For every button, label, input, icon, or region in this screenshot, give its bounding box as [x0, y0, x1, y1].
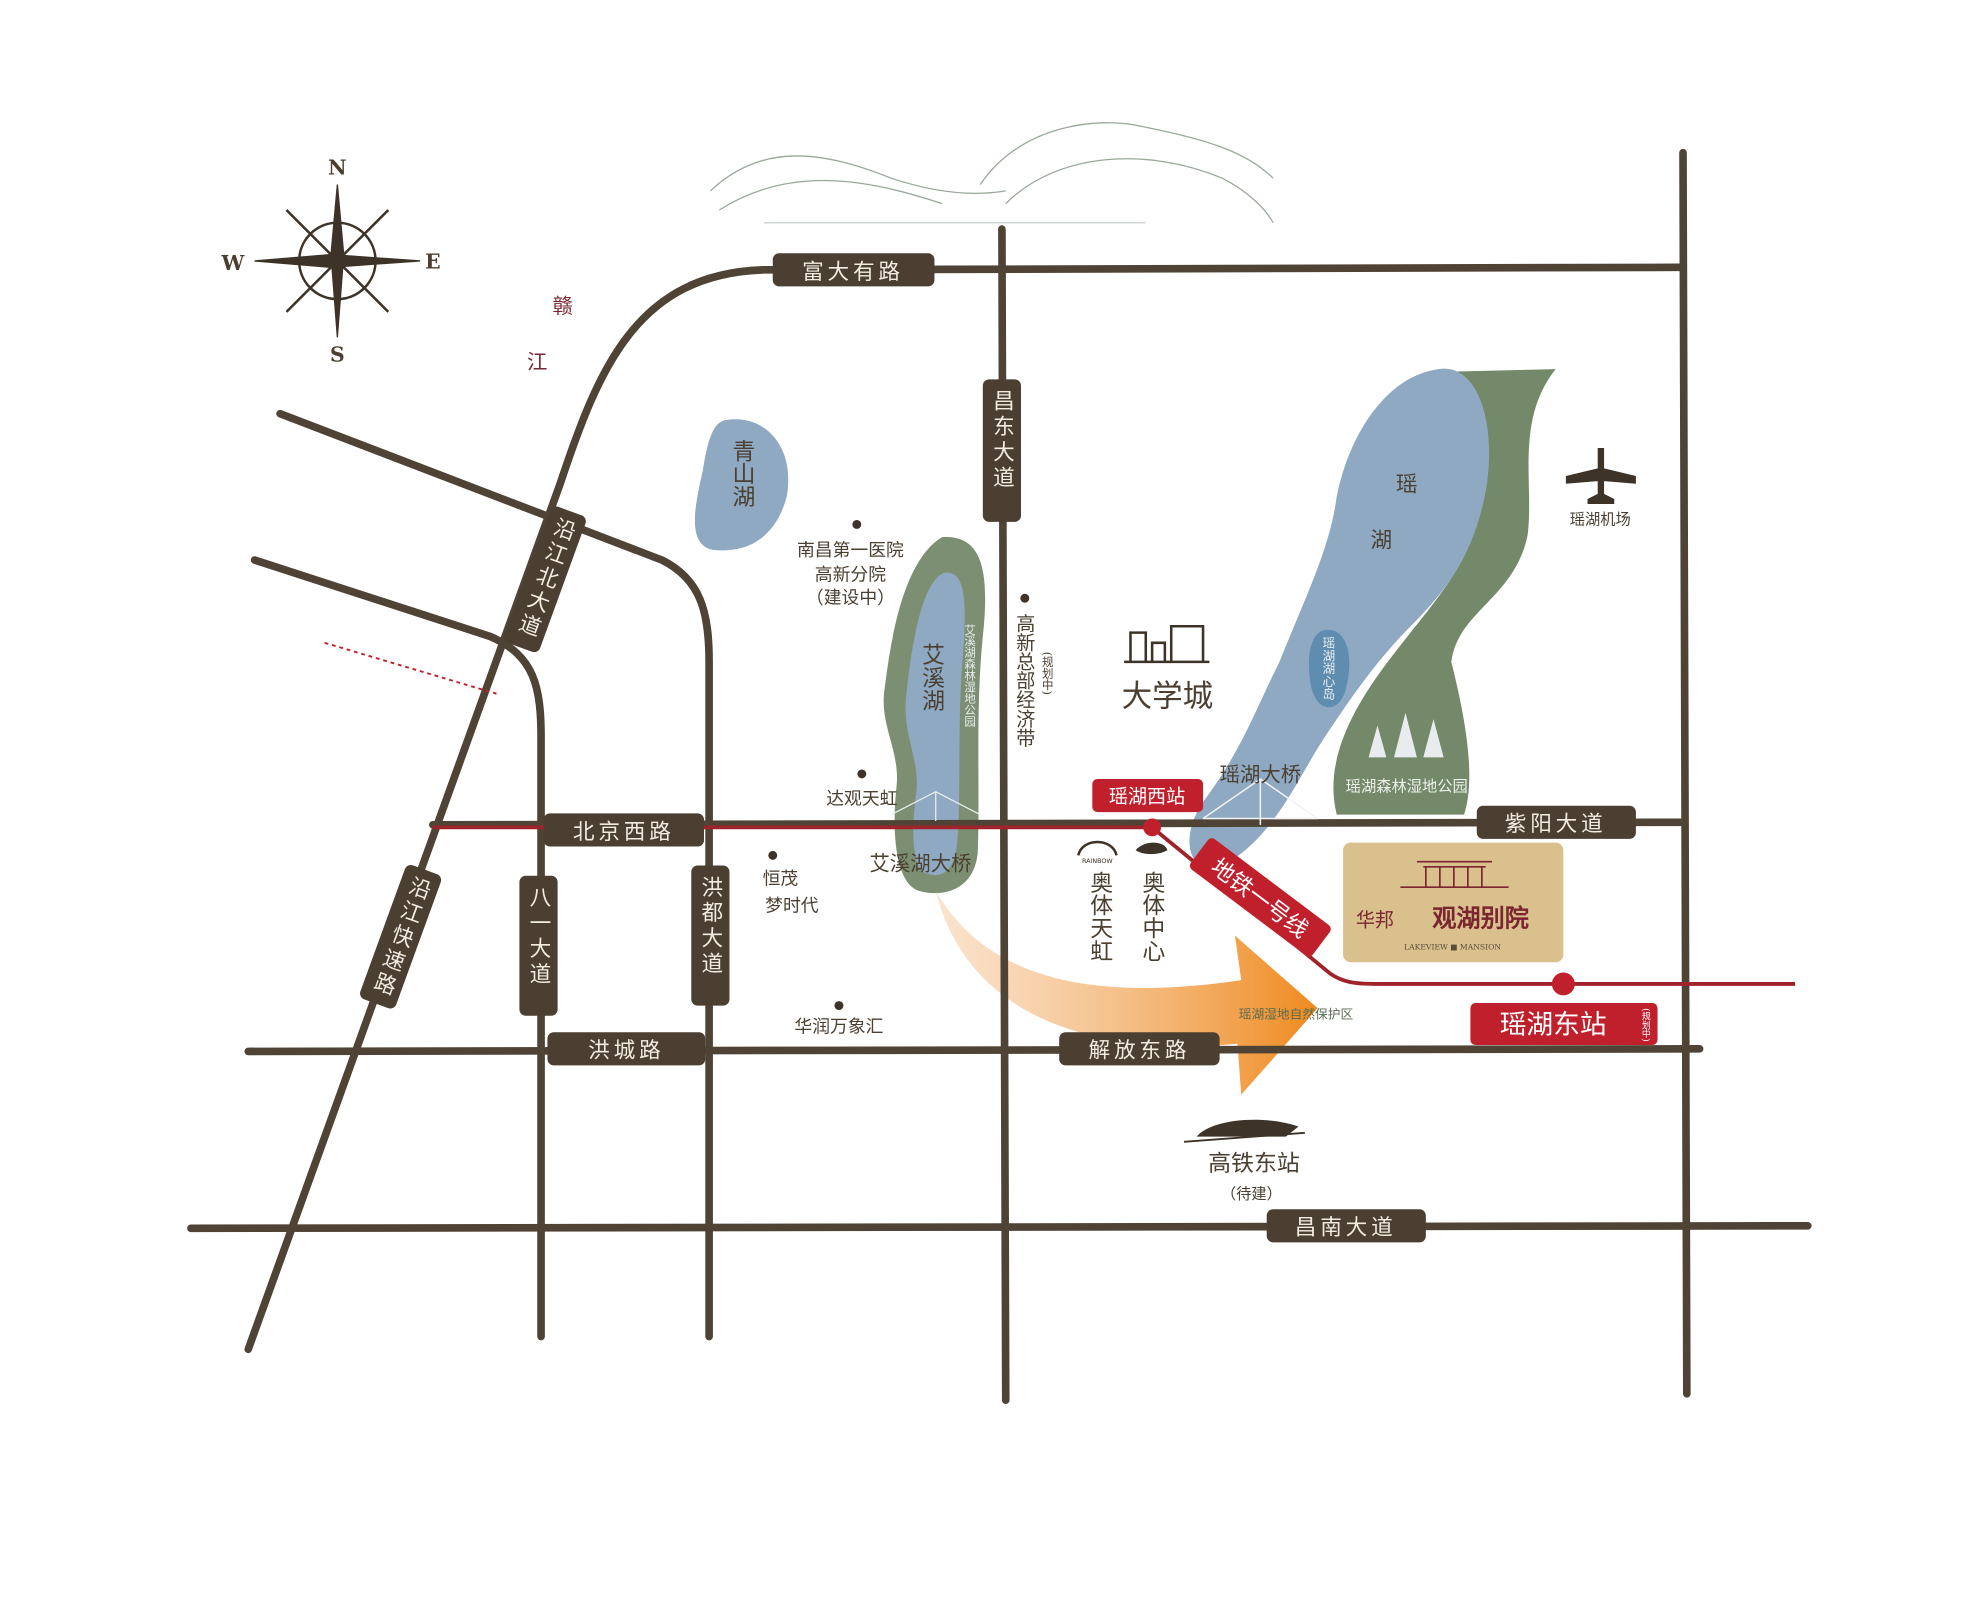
svg-text:八一大道: 八一大道 [526, 886, 551, 988]
road-label-fudayou: 富大有路 [772, 253, 935, 287]
svg-text:瑶湖西站: 瑶湖西站 [1109, 785, 1185, 808]
aixi-park-label: 艾溪湖森林湿地公园 [963, 624, 977, 728]
metro-station-west-marker[interactable] [1143, 818, 1162, 837]
yaohu-bridge-icon [1202, 778, 1319, 825]
svg-text:(规划中): (规划中) [1640, 1008, 1651, 1042]
hengmao-label-1: 恒茂 [763, 869, 799, 890]
svg-text:昌南大道: 昌南大道 [1295, 1216, 1397, 1241]
svg-text:W: W [221, 251, 246, 275]
river-label-jiang: 江 [527, 350, 547, 374]
svg-text:地铁一号线: 地铁一号线 [1206, 854, 1313, 944]
hengmao-marker [768, 850, 778, 860]
university-label: 大学城 [1122, 679, 1214, 714]
train-icon[interactable] [1183, 1119, 1305, 1143]
hengmao-label-2: 梦时代 [765, 895, 819, 916]
svg-text:解放东路: 解放东路 [1089, 1039, 1191, 1064]
road-label-jiefangdong: 解放东路 [1059, 1032, 1220, 1066]
road-label-hongcheng: 洪城路 [547, 1032, 706, 1066]
yaohu-park [1333, 369, 1556, 815]
huarun-marker [834, 1001, 844, 1011]
hq-marker [1020, 593, 1030, 603]
compass-icon: N S E W [221, 155, 441, 366]
aoti-tianhong-label: 奥体天虹 [1086, 871, 1113, 963]
olympic-center-logo [1135, 842, 1168, 855]
metro-west-station[interactable]: 瑶湖西站 [1092, 778, 1204, 813]
project-english: LAKEVIEW ■ MANSION [1404, 943, 1501, 952]
metro-line-label: 地铁一号线 [1189, 838, 1331, 957]
road-label-bayi: 八一大道 [519, 875, 558, 1016]
forest-park-label: 瑶湖森林湿地公园 [1346, 778, 1468, 796]
aixi-lake-label: 艾溪湖 [918, 643, 945, 712]
project-name: 观湖别院 [1432, 904, 1529, 933]
hq-note: (规划中) [1041, 652, 1055, 695]
qingshan-lake [694, 419, 789, 551]
forest-trees-icon [1368, 712, 1444, 758]
yaohu-label-1: 瑶 [1396, 472, 1418, 497]
airport-label: 瑶湖机场 [1570, 510, 1631, 528]
hospital-label-1: 南昌第一医院 [797, 540, 904, 561]
road-label-hongdu: 洪都大道 [691, 865, 730, 1006]
project-card[interactable]: 华邦 观湖别院 LAKEVIEW ■ MANSION [1343, 842, 1564, 963]
svg-text:富大有路: 富大有路 [802, 260, 904, 285]
aoti-center-label: 奥体中心 [1138, 871, 1165, 963]
wetland-label: 瑶湖湿地自然保护区 [1239, 1006, 1354, 1021]
daguan-marker [857, 769, 867, 779]
svg-text:N: N [328, 155, 347, 179]
metro-line-1 [432, 825, 1796, 986]
aixi-bridge-label: 艾溪湖大桥 [870, 852, 972, 876]
svg-text:瑶湖东站: 瑶湖东站 [1500, 1010, 1607, 1041]
metro-east-station[interactable]: 瑶湖东站 (规划中) [1470, 1003, 1658, 1046]
svg-text:北京西路: 北京西路 [573, 820, 675, 845]
road-label-ziyang: 紫阳大道 [1476, 805, 1636, 839]
road-label-changdong: 昌东大道 [982, 379, 1022, 522]
hq-label: 高新总部经济带 [1013, 613, 1036, 747]
hospital-marker [852, 519, 862, 529]
hsr-station-label: 高铁东站 [1208, 1151, 1300, 1177]
aixi-bridge-icon [890, 791, 981, 822]
rainbow-logo: RAINBOW [1077, 840, 1118, 865]
road-label-yanjiangkuaisu: 沿江快速路 [360, 865, 442, 1009]
road-label-changnan: 昌南大道 [1266, 1209, 1426, 1243]
mountain-sketch [709, 122, 1274, 224]
yaohu-island [1308, 629, 1350, 708]
svg-text:RAINBOW: RAINBOW [1082, 858, 1113, 865]
svg-text:E: E [425, 250, 441, 274]
metro-station-east-marker[interactable] [1551, 972, 1575, 996]
direction-arrow [935, 891, 1318, 1095]
yaohu-lake [1189, 368, 1490, 869]
qingshan-lake-label: 青山湖 [728, 439, 755, 508]
road-label-yanjiangbei: 沿江北大道 [503, 506, 586, 653]
huarun-label: 华润万象汇 [794, 1016, 883, 1037]
pavilion-icon [1400, 860, 1509, 889]
svg-text:S: S [330, 342, 345, 366]
road-network [187, 148, 1812, 1404]
airplane-icon[interactable] [1565, 448, 1636, 505]
yaohu-bridge-label: 瑶湖大桥 [1220, 763, 1301, 787]
svg-text:昌东大道: 昌东大道 [989, 389, 1014, 491]
svg-text:洪城路: 洪城路 [588, 1039, 664, 1064]
daguan-label: 达观天虹 [826, 788, 897, 809]
river-label-gan: 赣 [553, 294, 573, 318]
road-label-beijingxi: 北京西路 [543, 813, 705, 847]
project-developer: 华邦 [1356, 909, 1394, 932]
svg-text:紫阳大道: 紫阳大道 [1505, 812, 1607, 837]
hospital-label-2: 高新分院 [815, 564, 886, 585]
planned-road [324, 641, 497, 695]
hsr-station-note: （待建） [1221, 1185, 1282, 1203]
island-label: 瑶湖湖心岛 [1320, 636, 1335, 700]
svg-text:洪都大道: 洪都大道 [698, 876, 723, 978]
hospital-label-3: （建设中） [806, 587, 895, 608]
yaohu-label-2: 湖 [1370, 528, 1392, 553]
university-building-icon [1124, 624, 1210, 664]
